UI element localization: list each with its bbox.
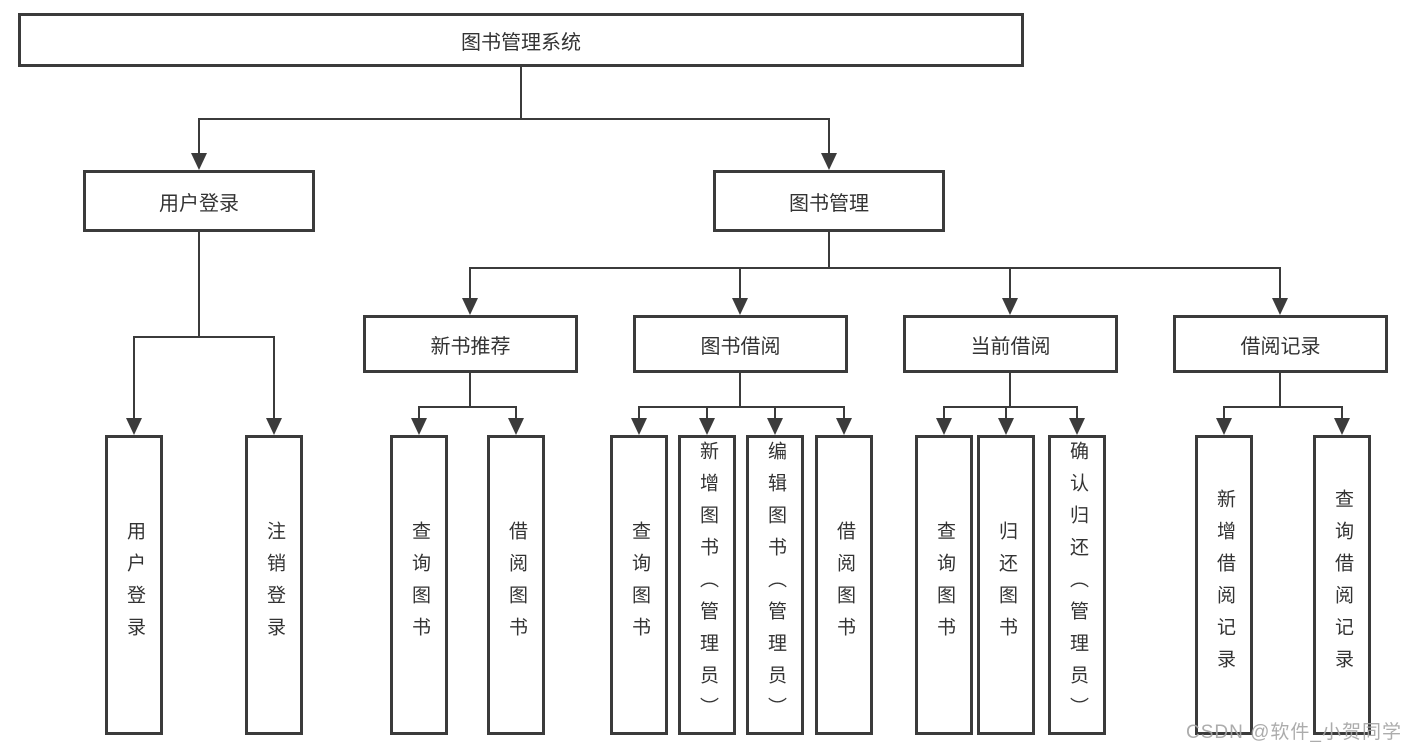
leaf-borrow-books-recommend: 借阅图书	[487, 435, 545, 735]
leaf-query-borrow-record: 查询借阅记录	[1313, 435, 1371, 735]
leaf-add-books-admin: 新增图书（管理员）	[678, 435, 736, 735]
connector-hline	[469, 267, 1281, 269]
arrow-down-icon	[1334, 406, 1350, 435]
node-book-management: 图书管理	[713, 170, 945, 232]
node-new-book-recommendation: 新书推荐	[363, 315, 578, 373]
connector-vline	[198, 232, 200, 336]
leaf-confirm-return-admin: 确认归还（管理员）	[1048, 435, 1106, 735]
arrow-down-icon	[1069, 406, 1085, 435]
arrow-down-icon	[126, 336, 142, 435]
connector-vline	[828, 232, 830, 267]
connector-hline	[943, 406, 1078, 408]
leaf-user-login: 用户登录	[105, 435, 163, 735]
arrow-down-icon	[998, 406, 1014, 435]
node-borrowing-records: 借阅记录	[1173, 315, 1388, 373]
node-library-system: 图书管理系统	[18, 13, 1024, 67]
connector-hline	[1223, 406, 1343, 408]
arrow-down-icon	[508, 406, 524, 435]
arrow-down-icon	[462, 267, 478, 315]
arrow-down-icon	[411, 406, 427, 435]
arrow-down-icon	[936, 406, 952, 435]
connector-hline	[638, 406, 845, 408]
leaf-query-books-borrowing: 查询图书	[610, 435, 668, 735]
arrow-down-icon	[821, 118, 837, 170]
leaf-query-books-current: 查询图书	[915, 435, 973, 735]
arrow-down-icon	[767, 406, 783, 435]
connector-hline	[133, 336, 275, 338]
connector-vline	[469, 373, 471, 406]
leaf-query-books-recommend: 查询图书	[390, 435, 448, 735]
arrow-down-icon	[631, 406, 647, 435]
leaf-logout-login: 注销登录	[245, 435, 303, 735]
arrow-down-icon	[732, 267, 748, 315]
connector-vline	[520, 67, 522, 118]
arrow-down-icon	[1272, 267, 1288, 315]
connector-vline	[739, 373, 741, 406]
leaf-edit-books-admin: 编辑图书（管理员）	[746, 435, 804, 735]
connector-vline	[1009, 373, 1011, 406]
watermark: CSDN @软件_小贺同学	[1186, 722, 1402, 743]
arrow-down-icon	[836, 406, 852, 435]
arrow-down-icon	[1216, 406, 1232, 435]
arrow-down-icon	[1002, 267, 1018, 315]
leaf-add-borrow-record: 新增借阅记录	[1195, 435, 1253, 735]
leaf-return-books: 归还图书	[977, 435, 1035, 735]
leaf-borrow-books-borrowing: 借阅图书	[815, 435, 873, 735]
node-current-borrowing: 当前借阅	[903, 315, 1118, 373]
connector-hline	[198, 118, 830, 120]
node-book-borrowing: 图书借阅	[633, 315, 848, 373]
arrow-down-icon	[699, 406, 715, 435]
connector-hline	[418, 406, 517, 408]
arrow-down-icon	[191, 118, 207, 170]
arrow-down-icon	[266, 336, 282, 435]
node-user-login: 用户登录	[83, 170, 315, 232]
connector-vline	[1279, 373, 1281, 406]
